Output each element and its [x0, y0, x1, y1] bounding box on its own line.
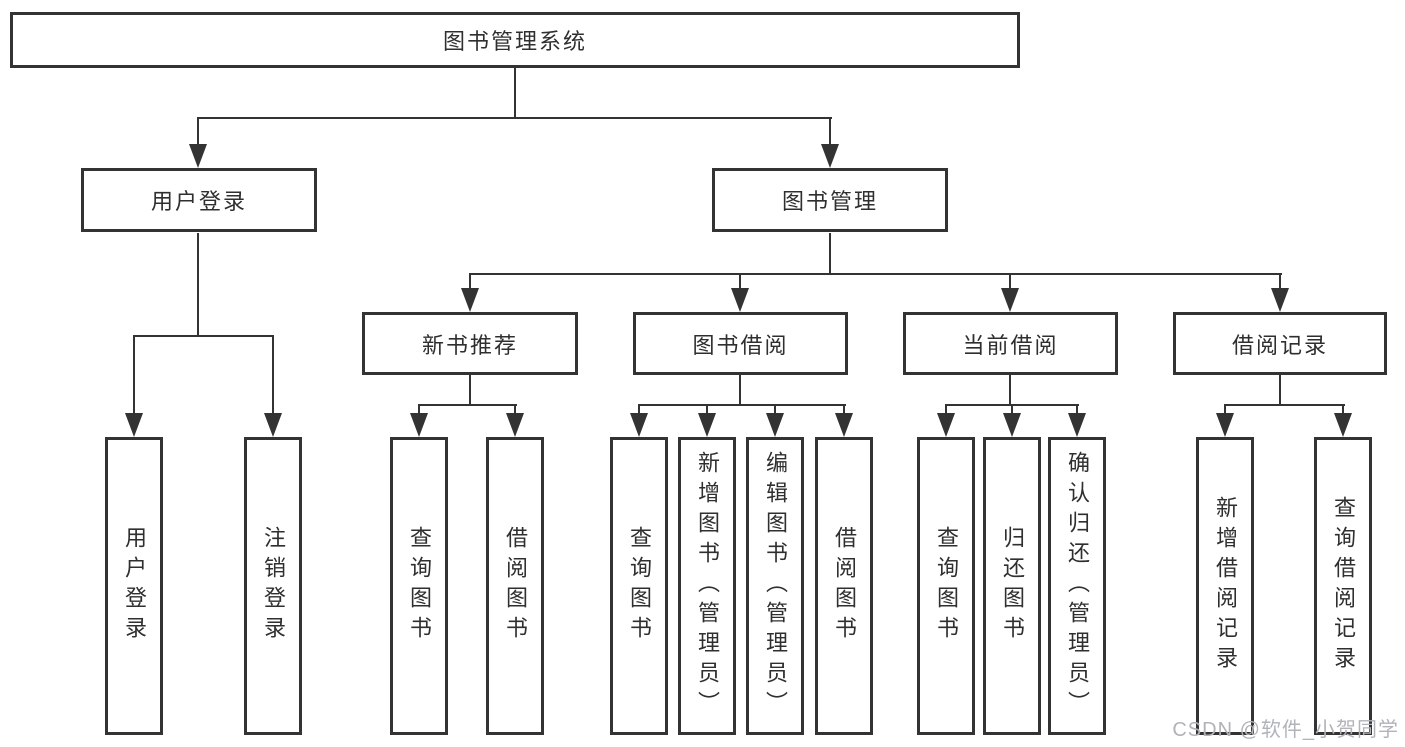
leaf-label: 编辑图书（管理员）: [763, 451, 788, 721]
arrowhead-icon: [1003, 413, 1021, 437]
arrowhead-icon: [125, 413, 143, 437]
connector-line: [1224, 404, 1345, 406]
connector-line: [197, 117, 832, 119]
arrowhead-icon: [264, 413, 282, 437]
connector-line: [1342, 404, 1344, 418]
leaf-label: 查询图书: [627, 526, 652, 646]
connector-line: [1076, 404, 1078, 418]
connector-line: [1224, 404, 1226, 418]
node-label: 图书管理系统: [442, 29, 587, 54]
connector-line: [1279, 273, 1281, 293]
diagram-node-book-borrow: 图书借阅: [633, 312, 848, 375]
leaf-label: 借阅图书: [503, 526, 528, 646]
connector-line: [945, 404, 947, 418]
connector-line: [418, 404, 420, 418]
node-label: 用户登录: [150, 189, 247, 214]
diagram-leaf-confirm-return-admin: 确认归还（管理员）: [1048, 437, 1106, 735]
leaf-label: 查询借阅记录: [1331, 496, 1356, 676]
connector-line: [514, 68, 516, 118]
arrowhead-icon: [821, 144, 839, 168]
arrowhead-icon: [835, 413, 853, 437]
node-label: 借阅记录: [1231, 332, 1328, 358]
diagram-node-borrow-records: 借阅记录: [1173, 312, 1387, 375]
arrowhead-icon: [461, 288, 479, 312]
arrowhead-icon: [1271, 288, 1289, 312]
leaf-label: 用户登录: [122, 526, 147, 646]
leaf-label: 查询图书: [934, 526, 959, 646]
connector-line: [638, 404, 640, 418]
leaf-label: 归还图书: [1000, 526, 1025, 646]
diagram-leaf-add-book-admin: 新增图书（管理员）: [678, 437, 736, 735]
leaf-label: 确认归还（管理员）: [1065, 451, 1090, 721]
connector-line: [272, 335, 274, 417]
diagram-node-book-management: 图书管理: [712, 168, 948, 232]
connector-line: [843, 404, 845, 418]
connector-line: [197, 233, 199, 337]
arrowhead-icon: [410, 413, 428, 437]
connector-line: [638, 404, 846, 406]
diagram-leaf-borrow-books-borrow: 借阅图书: [815, 437, 873, 735]
csdn-watermark: CSDN @软件_小贺同学: [1172, 719, 1399, 741]
node-label: 新书推荐: [421, 332, 518, 358]
diagram-leaf-add-borrow-record: 新增借阅记录: [1196, 437, 1254, 735]
connector-line: [1279, 375, 1281, 406]
arrowhead-icon: [1001, 288, 1019, 312]
diagram-leaf-query-books-recommend: 查询图书: [390, 437, 448, 735]
connector-line: [706, 404, 708, 418]
diagram-leaf-user-login: 用户登录: [105, 437, 163, 735]
diagram-node-root: 图书管理系统: [10, 12, 1020, 68]
arrowhead-icon: [1216, 413, 1234, 437]
connector-line: [1011, 404, 1013, 418]
diagram-leaf-return-books: 归还图书: [983, 437, 1041, 735]
connector-line: [739, 375, 741, 406]
leaf-label: 新增借阅记录: [1213, 496, 1238, 676]
diagram-leaf-edit-book-admin: 编辑图书（管理员）: [746, 437, 804, 735]
leaf-label: 新增图书（管理员）: [695, 451, 720, 721]
leaf-label: 借阅图书: [832, 526, 857, 646]
diagram-leaf-query-books-current: 查询图书: [917, 437, 975, 735]
connector-line: [197, 117, 199, 149]
connector-line: [1009, 273, 1011, 293]
arrowhead-icon: [506, 413, 524, 437]
diagram-leaf-query-borrow-record: 查询借阅记录: [1314, 437, 1372, 735]
connector-line: [774, 404, 776, 418]
arrowhead-icon: [189, 144, 207, 168]
connector-line: [1009, 375, 1011, 406]
leaf-label: 查询图书: [407, 526, 432, 646]
connector-line: [829, 117, 831, 149]
connector-line: [133, 335, 135, 417]
arrowhead-icon: [766, 413, 784, 437]
diagram-leaf-query-books-borrow: 查询图书: [610, 437, 668, 735]
arrowhead-icon: [1334, 413, 1352, 437]
arrowhead-icon: [698, 413, 716, 437]
arrowhead-icon: [1068, 413, 1086, 437]
node-label: 当前借阅: [962, 332, 1059, 358]
diagram-node-user-login: 用户登录: [81, 168, 317, 232]
diagram-node-current-borrow: 当前借阅: [903, 312, 1118, 375]
node-label: 图书管理: [781, 189, 878, 214]
diagram-leaf-borrow-books-recommend: 借阅图书: [486, 437, 544, 735]
connector-line: [829, 233, 831, 275]
connector-line: [514, 404, 516, 418]
connector-line: [469, 273, 471, 293]
arrowhead-icon: [630, 413, 648, 437]
diagram-leaf-logout: 注销登录: [244, 437, 302, 735]
arrowhead-icon: [731, 288, 749, 312]
connector-line: [469, 273, 1282, 275]
node-label: 图书借阅: [692, 332, 789, 358]
diagram-node-new-book-recommend: 新书推荐: [362, 312, 578, 375]
connector-line: [133, 335, 274, 337]
leaf-label: 注销登录: [261, 526, 286, 646]
connector-line: [739, 273, 741, 293]
connector-line: [418, 404, 517, 406]
arrowhead-icon: [937, 413, 955, 437]
connector-line: [469, 375, 471, 406]
